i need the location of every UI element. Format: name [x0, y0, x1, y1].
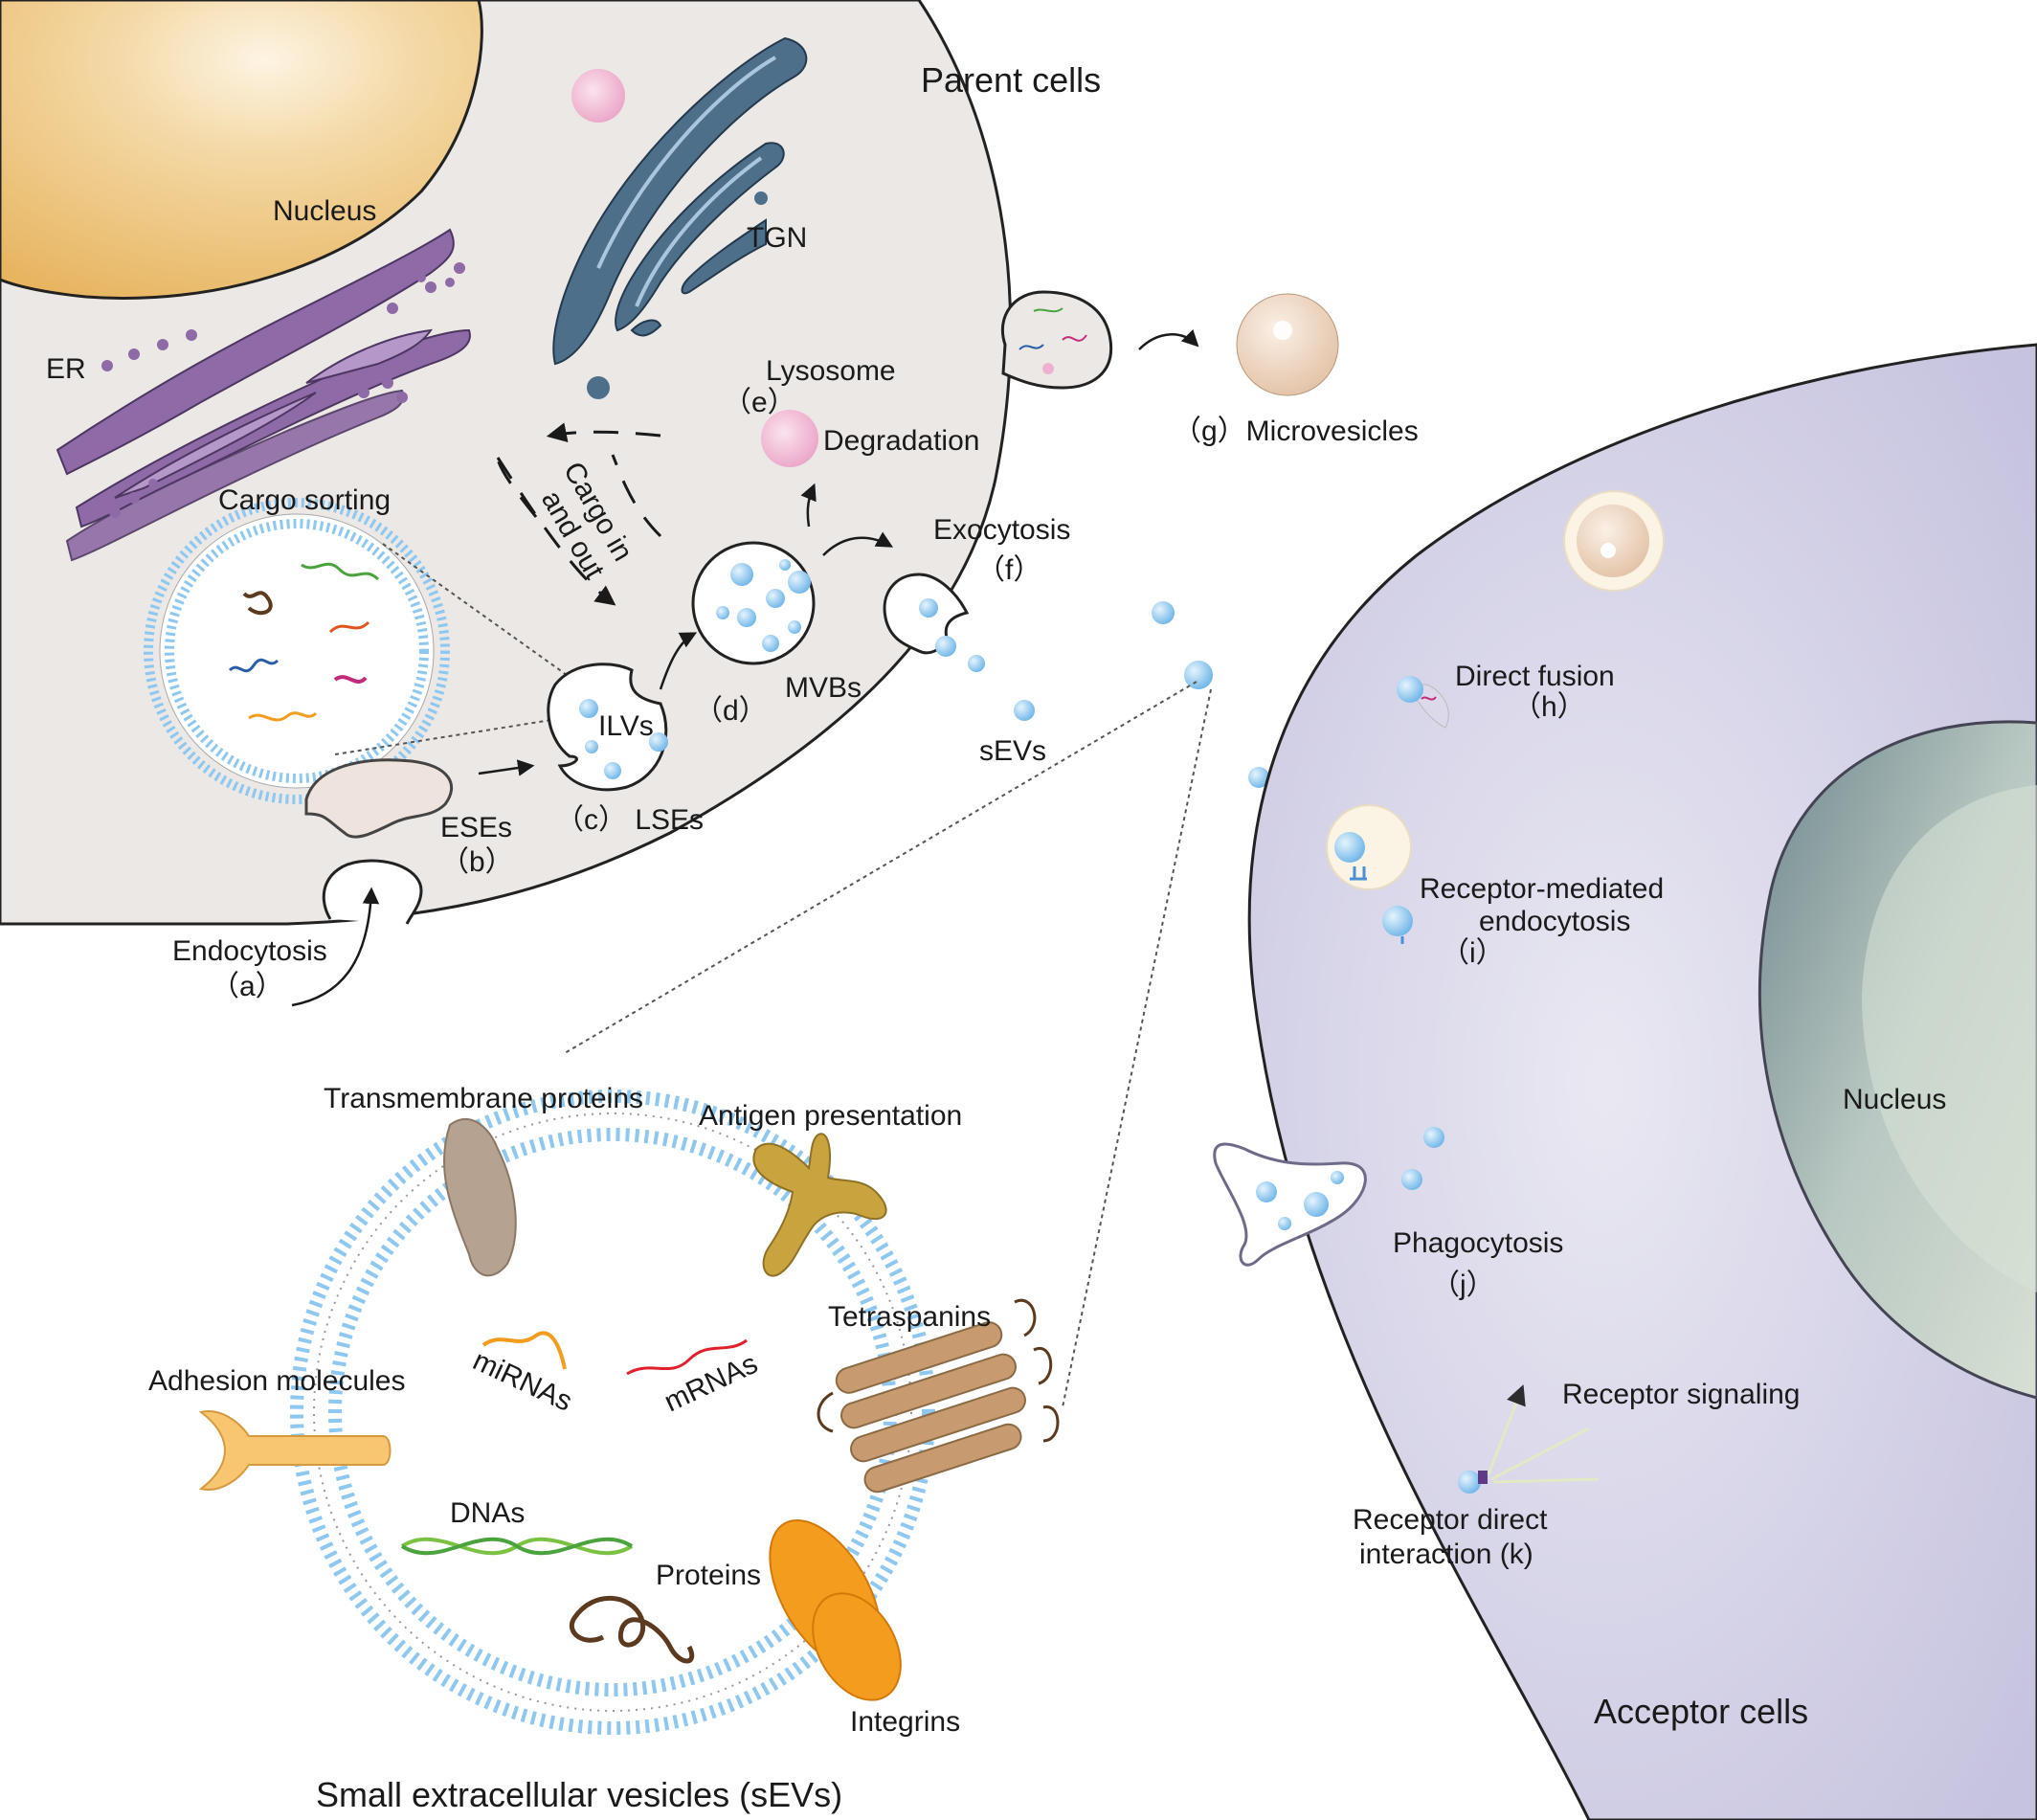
label-nucleus-acceptor: Nucleus [1843, 1084, 1946, 1115]
label-tgn: TGN [747, 222, 807, 254]
parent-nucleus [0, 0, 483, 301]
label-acceptor-cells: Acceptor cells [1594, 1692, 1808, 1731]
microvesicle-budding [1000, 290, 1113, 390]
label-dnas: DNAs [450, 1497, 525, 1529]
cargo-sorting-vesicle [144, 498, 450, 804]
label-ilvs: ILVs [598, 710, 654, 742]
label-receptor-mediated-1: Receptor-mediated [1420, 873, 1664, 905]
label-integrins: Integrins [850, 1706, 960, 1738]
label-antigen-presentation: Antigen presentation [699, 1100, 962, 1132]
lysosome [761, 410, 818, 467]
label-phagocytosis: Phagocytosis [1393, 1227, 1563, 1259]
acceptor-nucleus [1758, 720, 2037, 1400]
label-receptor-mediated-2: endocytosis [1479, 906, 1630, 937]
label-e: （e） [723, 387, 796, 418]
adhesion-molecule [198, 1410, 392, 1491]
label-exocytosis: Exocytosis [933, 514, 1070, 546]
label-direct-fusion: Direct fusion [1455, 661, 1615, 692]
label-b: （b） [440, 846, 514, 878]
label-tetraspanins: Tetraspanins [828, 1301, 991, 1333]
label-cargo-sorting: Cargo sorting [218, 484, 391, 516]
receptor-signaling [1458, 1384, 1600, 1494]
receptor-endocytosis [1326, 804, 1413, 944]
released-sevs [919, 598, 1269, 788]
er-organelle [56, 228, 471, 562]
label-receptor-direct-2: interaction (k) [1359, 1539, 1533, 1570]
label-receptor-direct-1: Receptor direct [1353, 1504, 1548, 1536]
tetraspanins [817, 1298, 1060, 1494]
label-proteins: Proteins [656, 1560, 761, 1591]
transmembrane-protein [442, 1118, 517, 1277]
mirna-strand [481, 1331, 567, 1370]
er-ribosomes [101, 262, 465, 518]
lse [547, 663, 668, 792]
antigen-protein [752, 1133, 887, 1277]
label-d: （d） [694, 695, 768, 727]
label-sev-title: Small extracellular vesicles (sEVs) [316, 1775, 842, 1814]
label-h: （h） [1512, 691, 1586, 723]
label-i: （i） [1441, 937, 1505, 969]
label-adhesion-molecules: Adhesion molecules [148, 1365, 406, 1397]
integrins [769, 1519, 902, 1701]
mvb [691, 541, 816, 665]
label-c-lses: （c） LSEs [555, 804, 704, 836]
ese [304, 758, 454, 839]
label-microvesicles: （g）Microvesicles [1173, 416, 1419, 447]
label-sevs: sEVs [979, 735, 1046, 767]
label-a: （a） [211, 971, 284, 1002]
phagocytosis [1213, 1127, 1444, 1267]
label-degradation: Degradation [823, 425, 979, 457]
label-f: （f） [976, 554, 1041, 586]
lysosome-top [571, 69, 625, 123]
label-parent-cells: Parent cells [921, 60, 1101, 100]
label-j: （j） [1431, 1270, 1495, 1301]
dna-helix [400, 1537, 634, 1556]
label-lysosome: Lysosome [766, 355, 896, 387]
tgn-organelle [552, 36, 808, 366]
tgn-highlight [596, 56, 777, 307]
label-receptor-signaling: Receptor signaling [1562, 1379, 1800, 1410]
cargo-in-out-arrows [496, 422, 662, 606]
label-mvbs: MVBs [785, 672, 862, 704]
microvesicle [1236, 293, 1339, 396]
label-transmembrane-proteins: Transmembrane proteins [324, 1083, 643, 1114]
direct-fusion [1397, 676, 1449, 729]
label-nucleus-parent: Nucleus [273, 195, 376, 227]
label-er: ER [46, 353, 86, 385]
label-eses: ESEs [440, 812, 512, 843]
tgn-vesicle [587, 376, 610, 399]
protein-coil [569, 1595, 695, 1664]
tgn-vesicle [754, 191, 768, 205]
label-endocytosis: Endocytosis [172, 935, 327, 967]
mrna-strand [626, 1338, 748, 1376]
